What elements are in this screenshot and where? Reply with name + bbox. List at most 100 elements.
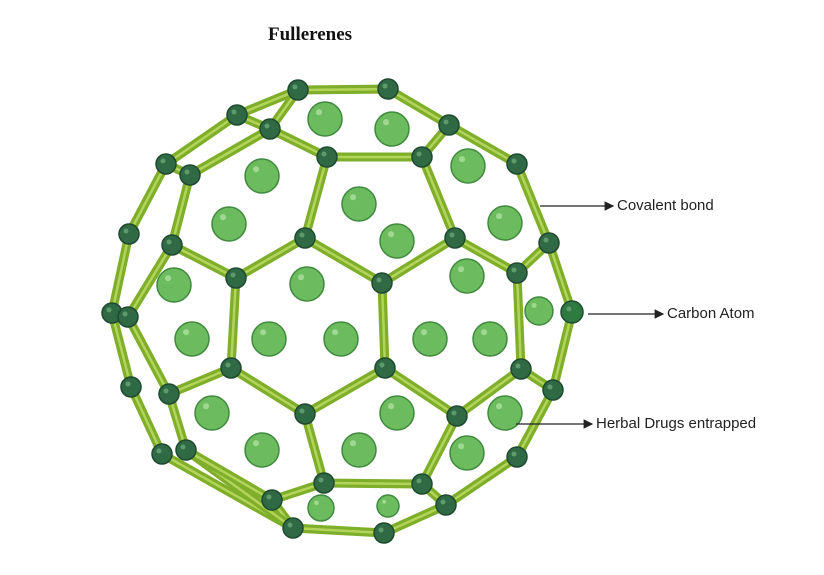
carbon-atom: [259, 118, 281, 140]
covalent-bond: [302, 234, 385, 287]
herbal-drug-particle: [472, 321, 508, 357]
covalent-bond: [292, 523, 385, 538]
carbon-atom: [151, 443, 173, 465]
carbon-atom: [220, 357, 242, 379]
covalent-bond: [446, 121, 520, 168]
carbon-atom: [120, 376, 142, 398]
covalent-bond: [452, 234, 520, 277]
carbon-atom: [175, 439, 197, 461]
carbon-atom: [411, 473, 433, 495]
herbal-drug-particle: [307, 494, 335, 522]
carbon-atom: [444, 227, 466, 249]
covalent-bond: [233, 234, 308, 282]
covalent-bond: [124, 242, 176, 320]
carbon-atom: [542, 379, 564, 401]
covalent-bond: [226, 277, 241, 369]
carbon-atom: [294, 403, 316, 425]
covalent-bond: [323, 478, 423, 489]
herbal-drug-particle: [379, 395, 415, 431]
carbon-atom: [282, 517, 304, 539]
covalent-bond: [385, 85, 452, 129]
carbon-atom: [161, 234, 183, 256]
carbon-atom: [158, 383, 180, 405]
covalent-bond: [512, 272, 526, 370]
covalent-bond: [125, 161, 170, 237]
covalent-bond: [126, 385, 167, 456]
covalent-bond-label: Covalent bond: [617, 197, 714, 214]
carbon-atom: [179, 164, 201, 186]
herbal-drug-particle: [211, 206, 247, 242]
herbal-drug-particle: [174, 321, 210, 357]
carbon-atom: [506, 262, 528, 284]
carbon-atom: [373, 522, 395, 544]
carbon-atom: [371, 272, 393, 294]
herbal-drug-particle: [289, 266, 325, 302]
carbon-atom: [538, 232, 560, 254]
herbal-drug-particle: [449, 258, 485, 294]
herbal-drug-particle: [194, 395, 230, 431]
covalent-bond: [382, 364, 460, 420]
covalent-bond: [512, 162, 554, 245]
herbal-drug-particle: [449, 435, 485, 471]
carbon-atom-label: Carbon Atom: [667, 305, 755, 322]
herbal-drugs-label: Herbal Drugs entrapped: [596, 415, 757, 432]
herbal-drug-particle: [379, 223, 415, 259]
carbon-atom-highlighted: [560, 300, 584, 324]
herbal-drug-particle: [412, 321, 448, 357]
covalent-bond: [124, 314, 173, 397]
herbal-drug-particle: [450, 148, 486, 184]
carbon-atom: [435, 494, 457, 516]
covalent-bond: [183, 446, 275, 504]
carbon-atom: [294, 227, 316, 249]
covalent-bond: [228, 364, 308, 418]
herbal-drug-particle: [341, 186, 377, 222]
covalent-bond: [187, 125, 273, 179]
carbon-atom: [446, 405, 468, 427]
covalent-bond: [417, 155, 460, 240]
covalent-bond: [379, 234, 458, 287]
herbal-drug-particle: [487, 395, 523, 431]
covalent-bond: [382, 500, 448, 538]
herbal-drug-particle: [244, 432, 280, 468]
herbal-drug-particle: [323, 321, 359, 357]
covalent-bond: [417, 413, 462, 487]
covalent-bond: [163, 111, 240, 168]
herbal-drug-particle: [251, 321, 287, 357]
herbal-drug-particle: [376, 494, 400, 518]
herbal-drug-particle: [341, 432, 377, 468]
covalent-bond: [107, 311, 136, 389]
covalent-bond: [544, 241, 577, 314]
carbon-atom: [438, 114, 460, 136]
carbon-atom: [377, 78, 399, 100]
carbon-atom: [374, 357, 396, 379]
covalent-bond: [297, 84, 389, 95]
herbal-drug-particle: [156, 267, 192, 303]
covalent-bond: [235, 85, 300, 120]
carbon-atom: [118, 223, 140, 245]
carbon-atom: [226, 104, 248, 126]
covalent-bond: [377, 282, 390, 369]
covalent-bond: [300, 155, 332, 240]
carbon-atom: [261, 489, 283, 511]
herbal-drug-particle: [524, 296, 554, 326]
covalent-bond: [107, 233, 134, 314]
herbal-drug-particle: [244, 158, 280, 194]
covalent-bond: [300, 412, 329, 485]
carbon-atom: [411, 146, 433, 168]
covalent-bond: [454, 365, 524, 420]
herbal-drug-particle: [487, 205, 523, 241]
carbon-atom: [155, 153, 177, 175]
carbon-atom: [510, 358, 532, 380]
herbal-drug-particle: [374, 111, 410, 147]
carbon-atom: [287, 79, 309, 101]
covalent-bond: [167, 363, 233, 399]
covalent-bond: [169, 241, 239, 282]
diagram-title: Fullerenes: [268, 24, 353, 45]
carbon-atom: [506, 446, 528, 468]
covalent-bond: [443, 453, 520, 509]
covalent-bond: [302, 364, 388, 418]
covalent-bond: [548, 310, 577, 392]
carbon-atom: [316, 146, 338, 168]
